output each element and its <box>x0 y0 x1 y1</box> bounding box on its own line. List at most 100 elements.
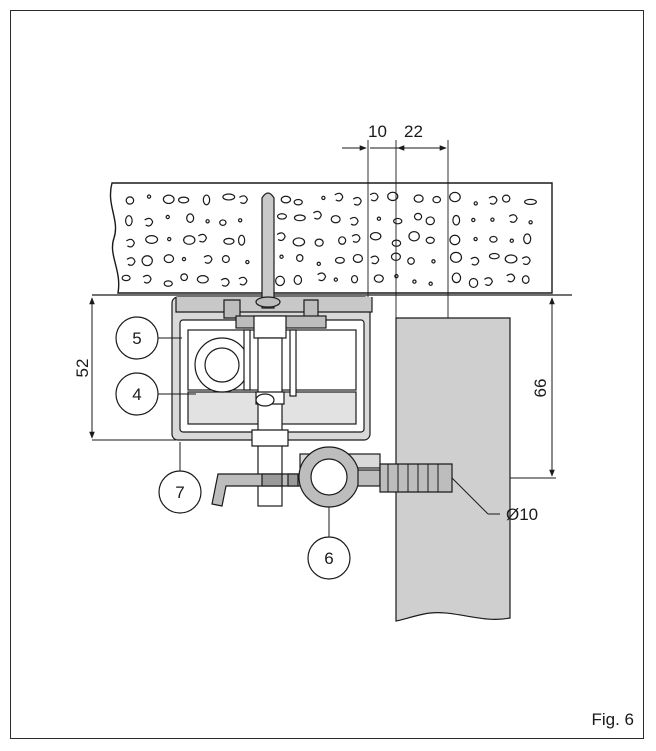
callout-5-label: 5 <box>132 329 141 348</box>
aggregate-stone <box>484 277 493 286</box>
diameter-leader <box>451 477 500 515</box>
aggregate-stone <box>425 216 435 226</box>
aggregate-stone <box>292 237 306 247</box>
aggregate-stone <box>501 194 511 203</box>
aggregate-stone <box>349 216 359 226</box>
aggregate-stone <box>473 236 478 242</box>
dim-height-left: 52 <box>73 359 92 378</box>
aggregate-stone <box>408 231 420 242</box>
aggregate-stone <box>506 273 516 283</box>
aggregate-stone <box>202 194 211 206</box>
aggregate-stone <box>276 232 286 242</box>
aggregate-stone <box>369 192 379 202</box>
aggregate-stone <box>449 191 461 203</box>
aggregate-stone <box>293 274 303 286</box>
aggregate-stone <box>145 235 159 245</box>
aggregate-stone <box>468 277 479 289</box>
aggregate-stone <box>528 220 533 225</box>
aggregate-stone <box>428 281 433 286</box>
aggregate-stone <box>524 198 537 206</box>
left-dimension <box>89 297 176 441</box>
aggregate-stone <box>489 235 498 243</box>
aggregate-stone <box>387 191 399 202</box>
aggregate-stone <box>334 192 344 202</box>
aggregate-stone <box>180 273 189 282</box>
aggregate-stone <box>488 195 498 205</box>
callout-4: 4 <box>115 372 196 416</box>
aggregate-stone <box>126 257 136 266</box>
aggregate-stone <box>508 214 518 223</box>
concrete-ceiling <box>109 182 553 294</box>
aggregate-stone <box>181 256 187 262</box>
dim-diameter: Ø10 <box>506 505 538 524</box>
aggregate-stone <box>237 218 243 223</box>
aggregate-stone <box>471 217 476 223</box>
aggregate-stone <box>177 196 190 204</box>
aggregate-stone <box>449 251 463 263</box>
aggregate-stone <box>125 196 135 205</box>
aggregate-stone <box>521 275 530 284</box>
aggregate-stone <box>163 254 175 264</box>
aggregate-stone <box>488 252 500 260</box>
aggregate-stone <box>351 234 361 243</box>
aggregate-stone <box>238 276 248 286</box>
aggregate-stone <box>125 215 133 227</box>
aggregate-stone <box>221 255 230 264</box>
aggregate-stone <box>275 275 286 287</box>
aggregate-stone <box>239 195 248 204</box>
aggregate-stone <box>293 198 303 206</box>
dim-offset-a: 10 <box>368 122 387 141</box>
aggregate-stone <box>373 274 384 283</box>
aggregate-stone <box>280 195 292 204</box>
aggregate-stone <box>198 233 208 243</box>
aggregate-stone <box>279 254 284 259</box>
aggregate-stone <box>334 256 345 264</box>
aggregate-stone <box>223 237 235 245</box>
aggregate-stone <box>317 272 327 282</box>
aggregate-stone <box>203 255 213 264</box>
aggregate-stone <box>425 236 435 244</box>
aggregate-stone <box>352 196 362 206</box>
aggregate-stone <box>452 214 461 226</box>
aggregate-stone <box>376 216 382 221</box>
aggregate-stone <box>413 212 423 221</box>
aggregate-stone <box>393 217 403 225</box>
callout-7: 7 <box>158 442 202 514</box>
aggregate-stone <box>509 238 514 243</box>
aggregate-stone <box>407 257 415 265</box>
aggregate-stone <box>412 279 417 284</box>
aggregate-stone <box>196 275 209 284</box>
aggregate-stone <box>222 193 236 201</box>
callout-6-label: 6 <box>324 549 333 568</box>
aggregate-stone <box>142 274 152 284</box>
aggregate-stone <box>293 214 306 222</box>
aggregate-stone <box>316 261 321 267</box>
aggregate-stone <box>121 274 131 282</box>
aggregate-stone <box>473 201 478 206</box>
side-panel <box>395 317 511 622</box>
aggregate-stone <box>220 277 230 287</box>
aggregate-stone <box>449 234 461 246</box>
aggregate-stone <box>219 219 227 226</box>
aggregate-stone <box>330 215 341 224</box>
aggregate-stone <box>521 256 531 266</box>
aggregate-stone <box>312 210 322 220</box>
aggregate-stone <box>370 255 380 265</box>
aggregate-stone <box>296 254 304 262</box>
aggregate-stone <box>126 238 135 248</box>
aggregate-stone <box>205 219 210 224</box>
aggregate-stone <box>314 238 324 247</box>
callout-6: 6 <box>307 507 351 580</box>
aggregate-stone <box>163 280 173 287</box>
threaded-rod <box>255 192 281 309</box>
figure-frame <box>10 10 644 739</box>
dim-height-right: 66 <box>531 379 550 398</box>
aggregate-stone <box>144 217 154 227</box>
aggregate-stone <box>276 213 288 220</box>
figure-caption: Fig. 6 <box>591 710 634 729</box>
aggregate-stone <box>369 231 382 241</box>
aggregate-stone <box>162 194 175 205</box>
aggregate-stone <box>431 259 436 264</box>
aggregate-stone <box>186 213 195 223</box>
